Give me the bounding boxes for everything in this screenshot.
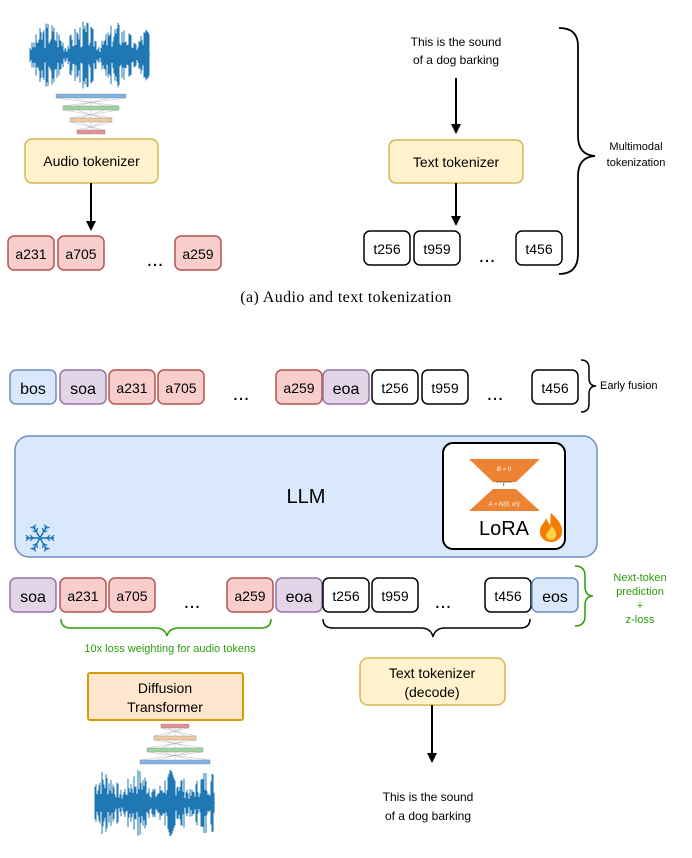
text-output-line2: of a dog barking (385, 809, 471, 823)
svg-text:t256: t256 (373, 241, 400, 257)
lora-box: B = 0 r A = N(0, σ²) LoRA (442, 442, 566, 550)
ellipsis: ... (479, 245, 496, 267)
text-tokenizer-box: Text tokenizer (388, 139, 524, 184)
svg-text:t256: t256 (332, 588, 359, 604)
audio-tokenizer-label: Audio tokenizer (43, 153, 140, 169)
svg-text:eoa: eoa (333, 381, 360, 398)
ellipsis: ... (184, 591, 201, 613)
audio-tokenizer-box: Audio tokenizer (24, 138, 159, 184)
lora-a-label: A = N(0, σ²) (487, 502, 519, 508)
svg-text:a231: a231 (67, 588, 98, 604)
text-input-line1: This is the sound (411, 35, 502, 49)
diffusion-transformer-box: Diffusion Transformer (87, 672, 244, 721)
text-token: t959 (421, 369, 469, 405)
svg-text:a259: a259 (234, 588, 265, 604)
next-token-line4: z-loss (626, 614, 655, 626)
decode-line2: (decode) (404, 684, 459, 700)
audio-token: a259 (275, 369, 323, 405)
multimodal-label-line1: Multimodal (609, 141, 662, 153)
ellipsis: ... (147, 249, 164, 271)
decode-line1: Text tokenizer (389, 665, 476, 681)
text-token: t456 (484, 577, 532, 613)
svg-text:a705: a705 (165, 380, 196, 396)
audio-token: a705 (157, 369, 205, 405)
text-brace (322, 618, 531, 638)
next-token-line3: + (637, 600, 643, 612)
multimodal-brace (558, 27, 596, 275)
audio-loss-brace (60, 618, 272, 637)
text-detokenizer-box: Text tokenizer (decode) (359, 657, 506, 706)
text-input-line2: of a dog barking (413, 53, 499, 67)
soa-token: soa (59, 369, 107, 405)
svg-text:soa: soa (70, 381, 96, 398)
audio-token: a231 (7, 235, 55, 271)
svg-text:eoa: eoa (286, 589, 313, 606)
next-token-line1: Next-token (613, 572, 666, 584)
panel-b: bos soa a231 a705 ... a259 eoa t256 (9, 359, 667, 836)
loss-weighting-label: 10x loss weighting for audio tokens (84, 643, 256, 655)
encoder-network-icon (55, 93, 127, 135)
llm-label: LLM (287, 486, 326, 508)
audio-token: a705 (108, 577, 156, 613)
text-output-line1: This is the sound (383, 790, 474, 804)
svg-text:bos: bos (20, 381, 46, 398)
lora-b-label: B = 0 (497, 467, 512, 473)
text-token: t256 (363, 230, 411, 266)
svg-text:t959: t959 (431, 380, 458, 396)
fire-icon (539, 513, 563, 542)
text-token: t959 (413, 230, 461, 266)
diffusion-line1: Diffusion (138, 680, 192, 696)
svg-text:t959: t959 (423, 241, 450, 257)
caption: (a) Audio and text tokenization (240, 289, 451, 306)
eos-token: eos (531, 577, 579, 613)
svg-text:t456: t456 (541, 380, 568, 396)
audio-token: a259 (226, 577, 274, 613)
svg-text:a259: a259 (283, 380, 314, 396)
eoa-token: eoa (275, 577, 323, 613)
next-token-line2: prediction (616, 586, 664, 598)
panel-a: Audio tokenizer a231 a705 ... a259 This … (7, 21, 666, 306)
snowflake-icon (25, 524, 55, 552)
lora-r-label: r (503, 482, 505, 488)
ellipsis: ... (435, 591, 452, 613)
diffusion-line2: Transformer (127, 699, 203, 715)
text-token: t456 (531, 369, 579, 405)
text-token: t256 (371, 369, 419, 405)
text-tokenizer-label: Text tokenizer (413, 154, 500, 170)
svg-text:a705: a705 (65, 246, 96, 262)
eoa-token: eoa (322, 369, 370, 405)
soa-token: soa (9, 577, 57, 613)
audio-token: a705 (57, 235, 105, 271)
svg-text:t456: t456 (525, 241, 552, 257)
audio-token: a259 (174, 235, 222, 271)
svg-text:eos: eos (542, 589, 568, 606)
bos-token: bos (9, 369, 57, 405)
lora-label: LoRA (479, 518, 530, 540)
next-token-brace (574, 565, 594, 627)
early-fusion-label: Early fusion (600, 380, 657, 392)
svg-text:t256: t256 (381, 380, 408, 396)
audio-token: a231 (59, 577, 107, 613)
multimodal-label-line2: tokenization (607, 157, 666, 169)
early-fusion-brace (580, 359, 597, 413)
ellipsis: ... (487, 383, 504, 405)
svg-text:a705: a705 (116, 588, 147, 604)
svg-text:a259: a259 (182, 246, 213, 262)
svg-text:t456: t456 (494, 588, 521, 604)
decoder-network-icon (139, 723, 211, 765)
waveform-icon (94, 770, 215, 836)
text-token: t456 (515, 230, 563, 266)
svg-text:a231: a231 (116, 380, 147, 396)
svg-text:t959: t959 (381, 588, 408, 604)
waveform-icon (29, 21, 150, 89)
lora-adapter-icon: B = 0 r A = N(0, σ²) (469, 459, 540, 511)
text-token: t959 (371, 577, 419, 613)
text-token: t256 (322, 577, 370, 613)
svg-text:a231: a231 (15, 246, 46, 262)
audio-token: a231 (108, 369, 156, 405)
ellipsis: ... (233, 383, 250, 405)
svg-text:soa: soa (20, 589, 46, 606)
